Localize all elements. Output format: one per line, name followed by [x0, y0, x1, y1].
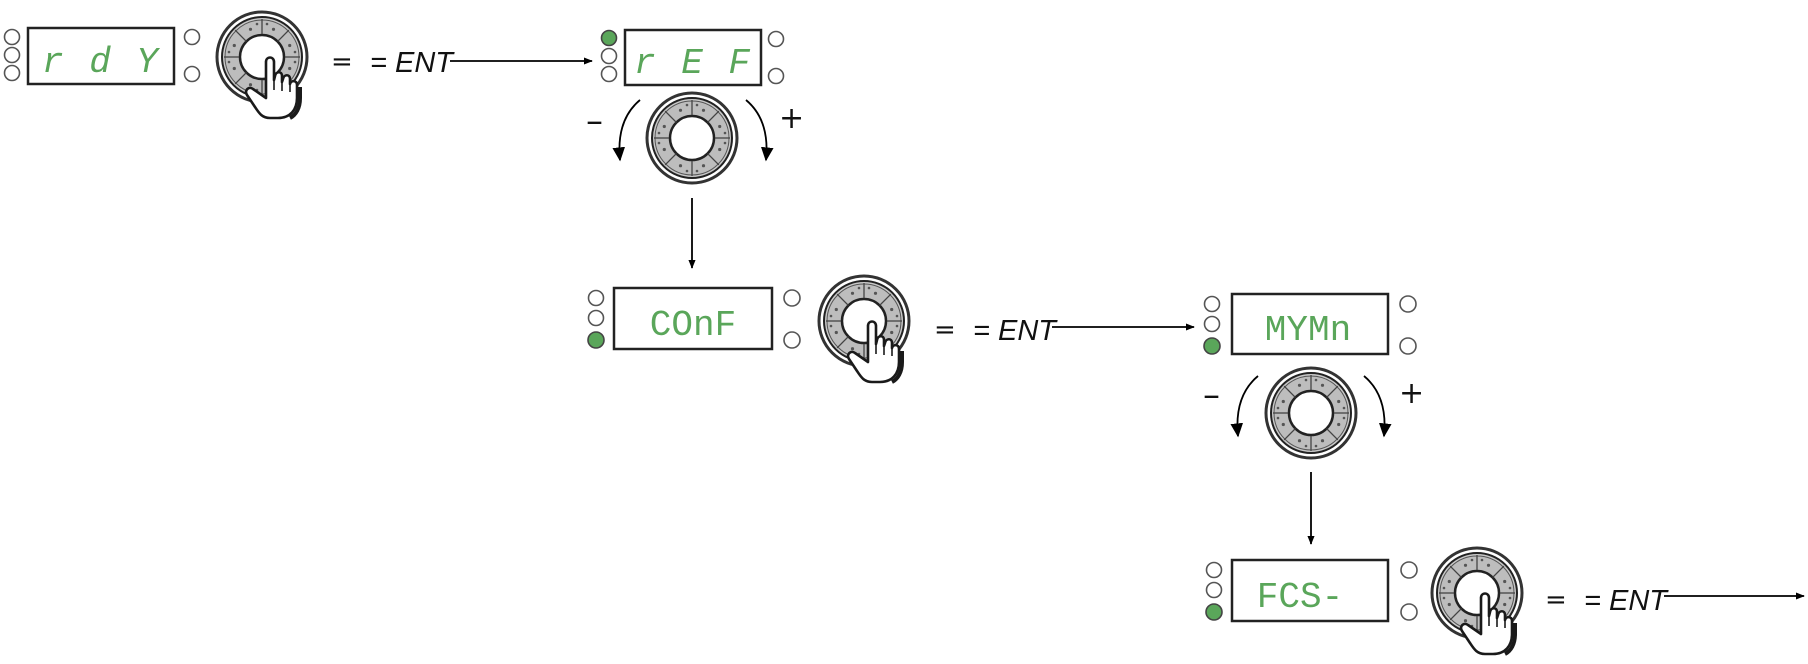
rotate-left-arrow — [612, 99, 641, 162]
display-value: FCS- — [1257, 577, 1343, 618]
step-fcs: FCS- = = ENT — [1205, 546, 1669, 656]
display-value: r E F — [634, 43, 752, 84]
led-column-right — [1400, 561, 1418, 621]
status-led — [3, 46, 21, 64]
step-mymn: MYMn – + — [1203, 292, 1424, 460]
rotate-right-arrow — [745, 99, 774, 162]
led-column-left — [1205, 561, 1223, 621]
rotate-left-arrow — [1230, 375, 1259, 438]
status-led — [3, 28, 21, 46]
step-conf: COnF = = ENT — [587, 274, 1058, 384]
display-screen — [1230, 558, 1390, 623]
display-value: COnF — [650, 305, 736, 346]
led-column-right — [183, 28, 201, 83]
led-column-left — [600, 29, 618, 83]
led-column-right — [783, 289, 801, 349]
action-label: = ENT — [1584, 585, 1669, 617]
rotate-plus-label: + — [1399, 376, 1424, 411]
led-column-left — [1203, 295, 1221, 355]
rotate-minus-label: – — [586, 101, 603, 141]
equals-sign: = — [1545, 585, 1567, 615]
status-led — [3, 64, 21, 82]
step-rdy: r d Y = = ENT — [3, 10, 455, 120]
display-screen — [623, 28, 763, 87]
display-value: r d Y — [42, 42, 160, 83]
rotate-minus-label: – — [1203, 375, 1220, 415]
display-screen — [612, 286, 774, 351]
led-column-left — [587, 289, 605, 349]
jog-dial-icon — [1264, 366, 1358, 460]
led-column-right — [1399, 295, 1417, 355]
action-label: = ENT — [370, 47, 455, 79]
equals-sign: = — [331, 47, 353, 77]
led-column-right — [767, 30, 785, 85]
display-screen — [26, 26, 176, 86]
display-value: MYMn — [1265, 310, 1351, 351]
rotate-right-arrow — [1363, 375, 1392, 438]
led-column-left — [3, 28, 21, 82]
equals-sign: = — [934, 315, 956, 345]
jog-dial-icon — [645, 91, 739, 185]
rotate-plus-label: + — [779, 101, 804, 136]
step-ref: r E F – + — [586, 28, 804, 185]
display-screen — [1230, 292, 1390, 356]
action-label: = ENT — [973, 315, 1058, 347]
